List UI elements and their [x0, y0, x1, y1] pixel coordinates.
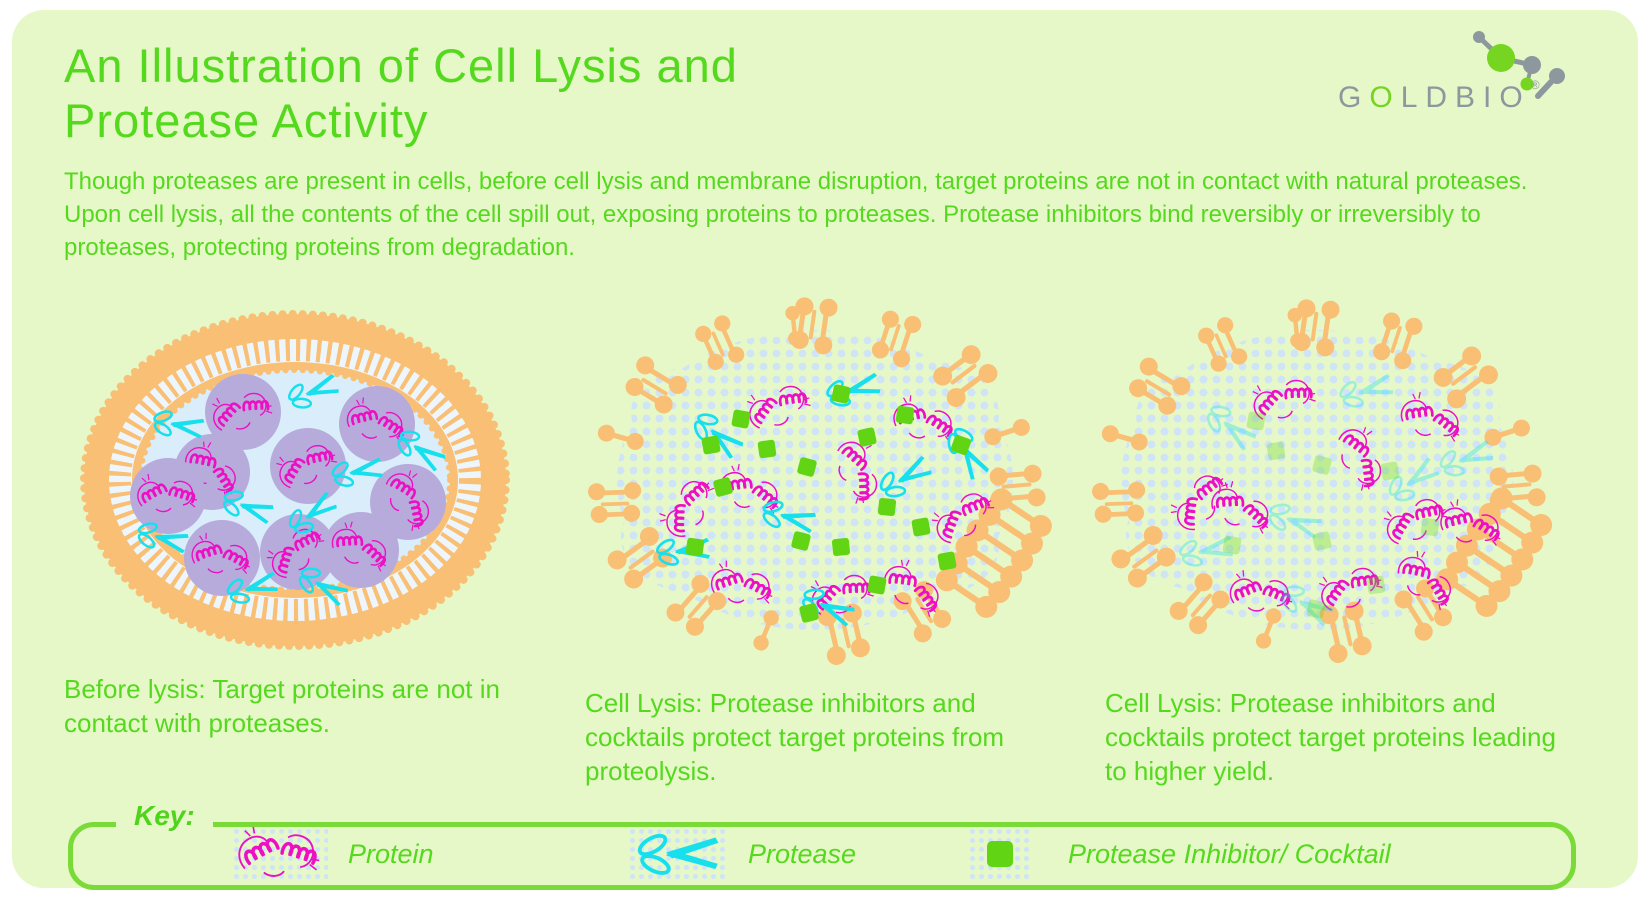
page-title: An Illustration of Cell Lysis and Protea…	[64, 38, 884, 149]
protease-inhibitor-icon	[968, 827, 1032, 881]
goldbio-logo: GOLDBIO®	[1338, 26, 1588, 126]
caption-lysis-yield: Cell Lysis: Protease inhibitors and cock…	[1105, 688, 1556, 787]
legend-label-inhibitor: Protease Inhibitor/ Cocktail	[1068, 838, 1391, 869]
page-title-line1: An Illustration of Cell Lysis and	[64, 39, 738, 92]
legend-label-protein: Protein	[348, 838, 434, 869]
legend-item-inhibitor: Protease Inhibitor/ Cocktail	[968, 827, 1391, 881]
legend-label-protease: Protease	[748, 838, 857, 869]
lysed-cell-with-inhibitors-illustration	[587, 295, 1055, 665]
caption-before-lysis: Before lysis: Target proteins are not in…	[64, 674, 500, 739]
protease-icon	[628, 827, 728, 881]
page-title-line2: Protease Activity	[64, 94, 429, 148]
intro-paragraph: Though proteases are present in cells, b…	[64, 168, 1528, 261]
protein-icon	[232, 827, 328, 881]
legend-box	[68, 822, 1576, 890]
logo-letter-g: G	[1338, 81, 1370, 114]
inhibitor-square-swatch	[987, 841, 1013, 867]
registered-trademark: ®	[1530, 78, 1540, 92]
logo-wordmark: GOLDBIO®	[1338, 78, 1540, 115]
logo-letters-ldbio: LDBIO	[1400, 81, 1531, 114]
legend-item-protease: Protease	[628, 827, 856, 881]
logo-letter-o-green: O	[1369, 81, 1401, 114]
caption-lysis-protected: Cell Lysis: Protease inhibitors and cock…	[585, 688, 1005, 787]
lysed-cell-higher-yield-illustration	[1091, 296, 1555, 665]
intact-cell-illustration	[80, 310, 510, 650]
molecule-icon	[1473, 31, 1565, 99]
legend-item-protein: Protein	[232, 827, 434, 881]
legend-title: Key:	[116, 800, 213, 832]
